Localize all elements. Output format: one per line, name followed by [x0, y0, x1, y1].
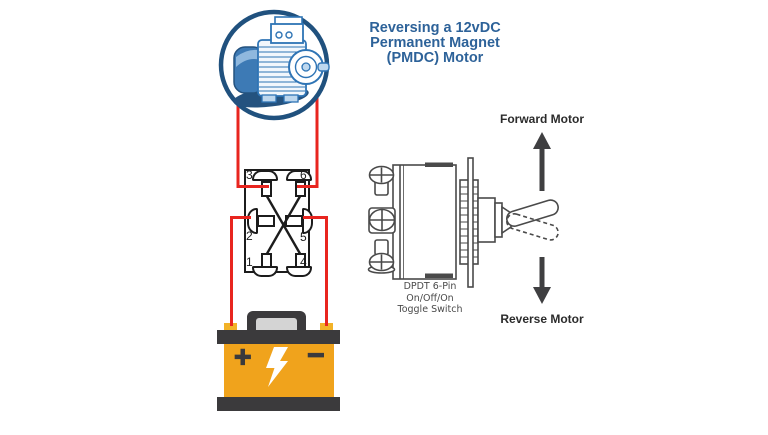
- terminal-label-1: 1: [246, 255, 253, 269]
- toggle-screw-top: [368, 165, 395, 196]
- battery-top-bar: [217, 330, 340, 344]
- lightning-bolt-icon: [266, 347, 288, 387]
- title-line-3: (PMDC) Motor: [386, 50, 484, 66]
- toggle-mounting-plate: [467, 157, 474, 288]
- toggle-bushing: [477, 197, 496, 243]
- terminal-5-stem: [285, 215, 303, 227]
- toggle-switch-illustration: [367, 157, 559, 288]
- terminal-label-5: 5: [300, 230, 307, 244]
- caption-line-3: Toggle Switch: [397, 304, 463, 315]
- caption-line-1: DPDT 6-Pin: [403, 281, 457, 292]
- toggle-screw-bottom: [367, 239, 396, 274]
- title-line-2: Permanent Magnet: [370, 35, 500, 51]
- battery-bottom-bar: [217, 397, 340, 411]
- reverse-motor-label: Reverse Motor: [500, 312, 584, 326]
- title-line-1: Reversing a 12vDC: [369, 20, 501, 36]
- page-title: Reversing a 12vDC Permanent Magnet (PMDC…: [330, 21, 540, 66]
- toggle-switch-caption: DPDT 6-Pin On/Off/On Toggle Switch: [368, 281, 492, 316]
- caption-line-2: On/Off/On: [406, 292, 454, 304]
- terminal-label-2: 2: [246, 229, 253, 243]
- toggle-lever-down-ghost: [506, 213, 559, 241]
- terminal-1-cap: [252, 266, 278, 277]
- terminal-3-stem: [261, 181, 272, 197]
- terminal-3-cap: [252, 170, 278, 181]
- toggle-body: [392, 164, 457, 280]
- toggle-lever-up: [506, 199, 559, 227]
- battery-minus-label: −: [306, 339, 325, 372]
- toggle-screw-middle: [368, 207, 396, 234]
- battery-positive-post: [224, 323, 237, 331]
- motor-shaft: [317, 62, 330, 72]
- terminal-6-cap: [286, 170, 312, 181]
- terminal-label-4: 4: [300, 255, 307, 269]
- battery-negative-post: [320, 323, 333, 331]
- terminal-2-stem: [257, 215, 275, 227]
- pmdc-motor-icon: [218, 9, 330, 121]
- terminal-6-stem: [295, 181, 306, 197]
- battery-plus-label: +: [233, 341, 252, 374]
- terminal-4-cap: [286, 266, 312, 277]
- terminal-label-3: 3: [246, 168, 253, 182]
- terminal-label-6: 6: [300, 168, 307, 182]
- forward-motor-label: Forward Motor: [500, 112, 584, 126]
